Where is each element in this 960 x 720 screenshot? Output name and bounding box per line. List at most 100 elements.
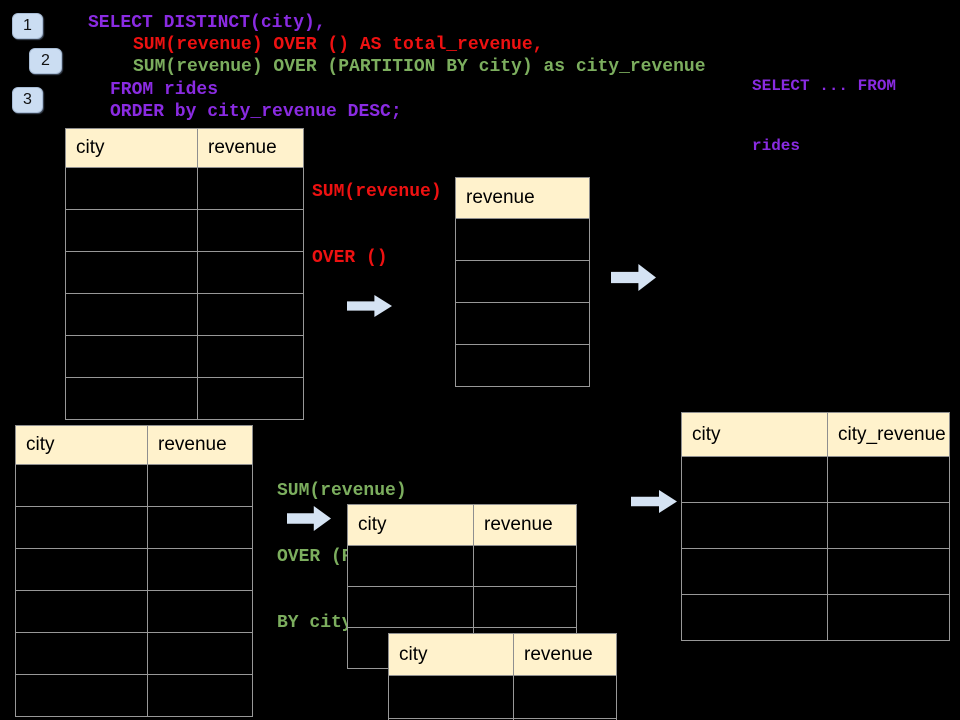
header-row: revenue	[455, 177, 590, 219]
label-line: SUM(revenue)	[312, 182, 442, 202]
empty-cell	[681, 594, 828, 641]
column-header-revenue: revenue	[473, 504, 577, 546]
empty-cell	[827, 548, 950, 595]
empty-cell	[681, 456, 828, 503]
table-row	[65, 335, 304, 378]
empty-cell	[455, 344, 590, 387]
empty-cell	[513, 718, 617, 720]
empty-cell	[681, 502, 828, 549]
sql-code-line-total-revenue: SUM(revenue) OVER () AS total_revenue,	[133, 35, 544, 55]
table-row	[15, 632, 253, 675]
empty-cell	[65, 335, 198, 378]
table-body	[455, 218, 590, 387]
empty-cell	[147, 464, 253, 507]
table-row	[455, 302, 590, 345]
table-row	[347, 586, 577, 628]
column-header-city: city	[347, 504, 474, 546]
empty-cell	[65, 209, 198, 252]
empty-cell	[65, 377, 198, 420]
table-row	[347, 545, 577, 587]
empty-cell	[455, 260, 590, 303]
empty-cell	[197, 251, 304, 294]
table-row	[65, 167, 304, 210]
sql-code-line-from: FROM rides	[110, 80, 219, 100]
empty-cell	[197, 167, 304, 210]
empty-cell	[147, 590, 253, 633]
empty-cell	[197, 335, 304, 378]
side-note-line: rides	[752, 137, 801, 155]
empty-cell	[473, 586, 577, 628]
table-row	[455, 344, 590, 387]
empty-cell	[65, 251, 198, 294]
arrow-right-icon	[347, 295, 392, 317]
empty-cell	[347, 586, 474, 628]
column-header-city: city	[388, 633, 514, 676]
table-row	[15, 674, 253, 717]
empty-cell	[147, 632, 253, 675]
table-row	[388, 718, 617, 720]
table-row	[455, 218, 590, 261]
table-row	[681, 548, 950, 595]
empty-cell	[15, 548, 148, 591]
empty-cell	[15, 590, 148, 633]
table-header: city revenue	[65, 128, 304, 168]
table-body	[15, 464, 253, 717]
source-table-bottom: city revenue	[15, 425, 253, 717]
label-sum-over-total: SUM(revenue) OVER ()	[312, 137, 442, 313]
table-row	[65, 377, 304, 420]
table-body	[681, 456, 950, 641]
empty-cell	[827, 502, 950, 549]
step-badge-2: 2	[29, 48, 62, 74]
side-note-line: SELECT ... FROM	[752, 77, 897, 95]
empty-cell	[15, 506, 148, 549]
empty-cell	[197, 293, 304, 336]
table-body	[65, 167, 304, 420]
table-row	[15, 590, 253, 633]
empty-cell	[147, 548, 253, 591]
column-header-revenue: revenue	[455, 177, 590, 219]
table-row	[681, 456, 950, 503]
header-row: city revenue	[388, 633, 617, 676]
table-row	[455, 260, 590, 303]
table-row	[681, 594, 950, 641]
label-line: OVER ()	[312, 248, 388, 268]
step-badge-label: 3	[23, 91, 32, 108]
empty-cell	[65, 293, 198, 336]
table-header: city revenue	[388, 633, 617, 676]
side-note: SELECT ... FROM rides	[752, 36, 896, 196]
source-table-top: city revenue	[65, 128, 304, 420]
empty-cell	[147, 506, 253, 549]
arrow-right-icon	[287, 506, 331, 531]
table-row	[388, 675, 617, 719]
header-row: city revenue	[65, 128, 304, 168]
empty-cell	[197, 209, 304, 252]
empty-cell	[827, 456, 950, 503]
table-row	[681, 502, 950, 549]
sql-code-line-city-revenue: SUM(revenue) OVER (PARTITION BY city) as…	[133, 57, 706, 77]
header-row: city revenue	[15, 425, 253, 465]
empty-cell	[455, 302, 590, 345]
step-badge-label: 2	[41, 52, 50, 69]
column-header-city-revenue: city_revenue	[827, 412, 950, 457]
table-row	[65, 209, 304, 252]
empty-cell	[65, 167, 198, 210]
table-header: city revenue	[347, 504, 577, 546]
empty-cell	[347, 545, 474, 587]
step-badge-1: 1	[12, 13, 43, 39]
table-row	[15, 548, 253, 591]
empty-cell	[147, 674, 253, 717]
table-row	[65, 293, 304, 336]
table-row	[15, 506, 253, 549]
empty-cell	[15, 464, 148, 507]
sql-code-line-order-by: ORDER by city_revenue DESC;	[110, 102, 402, 122]
header-row: city revenue	[347, 504, 577, 546]
label-line: SUM(revenue)	[277, 481, 407, 501]
empty-cell	[455, 218, 590, 261]
partition-table-front: city revenue	[388, 633, 617, 720]
empty-cell	[681, 548, 828, 595]
empty-cell	[473, 545, 577, 587]
column-header-revenue: revenue	[197, 128, 304, 168]
table-body	[388, 675, 617, 720]
step-badge-3: 3	[12, 87, 43, 113]
